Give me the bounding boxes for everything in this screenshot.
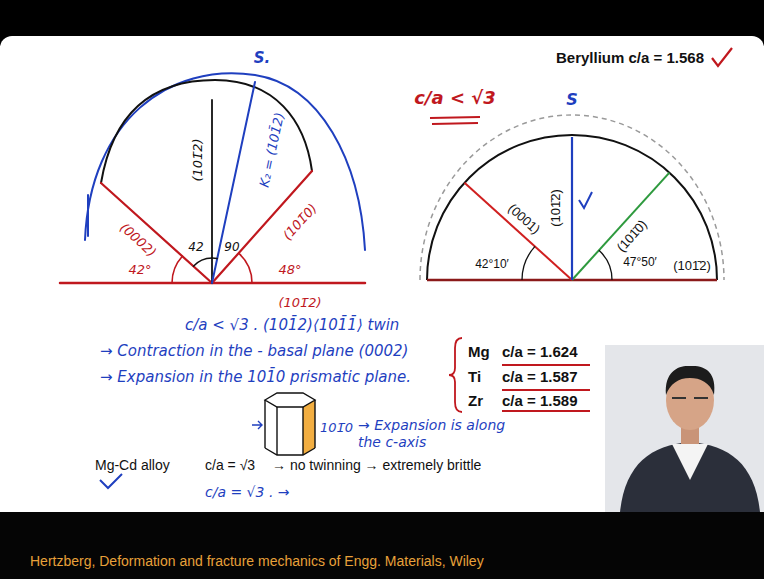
label-text: c/a < √3 . (101̄2)⟨101̄1̄⟩ twin (185, 316, 399, 334)
label-text: 42° (128, 262, 151, 278)
label-text: (0001) (505, 201, 543, 238)
arrow-mark (252, 421, 262, 429)
prism-edges (265, 400, 315, 455)
label-text: Mg (468, 343, 490, 361)
label-text: (101̄0) (280, 201, 321, 244)
shirt (672, 444, 708, 480)
glasses (672, 397, 708, 399)
label-text: → Contraction in the - basal plane (0002… (100, 342, 408, 360)
label-text: K₂ = (101̄2) (256, 111, 287, 189)
label-text: c/a < √3 (414, 87, 496, 109)
prism-line (572, 173, 669, 280)
check-mark (712, 48, 732, 66)
twin-plane-line (211, 100, 213, 283)
angle-arc (522, 246, 535, 280)
curly-brace (449, 338, 462, 412)
label-text: c/a = 1.589 (502, 392, 577, 410)
presenter-photo (605, 345, 764, 512)
angle-arc (239, 253, 252, 283)
k2-line (212, 82, 255, 283)
label-text: c/a = 1.624 (502, 343, 577, 361)
underline (502, 365, 590, 411)
label-text: (101̄0) (614, 217, 651, 255)
angle-arc (193, 258, 212, 266)
label-text: 48° (278, 262, 301, 278)
label-text: Mg-Cd alloy (95, 457, 170, 474)
label-text: → Expansion in the 101̄0 prismatic plane… (100, 368, 411, 386)
label-text: 42°10′ (475, 257, 509, 271)
check-mark (100, 474, 122, 488)
slide-ground (0, 36, 764, 526)
twin-plane-line (571, 137, 573, 280)
label-text: c/a = 1.587 (502, 368, 577, 386)
label-text: S. (254, 49, 271, 67)
label-text: → no twinning → extremely brittle (272, 457, 481, 474)
prism-bottom (265, 448, 315, 455)
prism-top (265, 393, 315, 407)
label-text: (0002) (117, 220, 160, 261)
right-figure (420, 48, 732, 280)
basal-line (101, 183, 212, 283)
crystal-outline (427, 135, 717, 280)
check-mark (579, 192, 592, 208)
blue-mark (87, 195, 89, 236)
angle-arc (172, 256, 182, 283)
photo-ground (605, 345, 764, 512)
label-text: 47°50′ (623, 255, 657, 269)
bottom-bar (0, 512, 764, 579)
label-text: Zr (468, 392, 483, 410)
label-text: c/a = √3 . → (205, 484, 290, 501)
label-text: → Expansion is along the c-axis (358, 417, 518, 451)
label-text: 101̄0 (320, 420, 353, 436)
hair (666, 366, 715, 395)
left-sketch (60, 73, 365, 283)
label-text: (101̄2) (548, 189, 564, 227)
jacket (620, 442, 760, 512)
label-text: (101̄2) (673, 258, 711, 274)
label-text: Ti (468, 368, 481, 386)
label-text: Beryllium c/a = 1.568 (556, 49, 704, 67)
underline (430, 117, 480, 124)
label-text: S (566, 90, 578, 109)
dashed-outline (420, 115, 724, 280)
source-caption: Hertzberg, Deformation and fracture mech… (30, 553, 484, 570)
label-text: 42 (188, 240, 203, 254)
angle-arc (212, 257, 217, 259)
label-text: (101̄2) (190, 138, 206, 181)
label-text: (101̄2) (278, 295, 321, 311)
basal-line (465, 183, 573, 280)
angle-arc (599, 250, 612, 280)
hex-prism (252, 393, 315, 455)
table-marks (449, 338, 590, 412)
highlight-face (303, 400, 315, 455)
label-text: 90 (224, 240, 239, 254)
label-text: c/a = √3 (205, 457, 255, 474)
